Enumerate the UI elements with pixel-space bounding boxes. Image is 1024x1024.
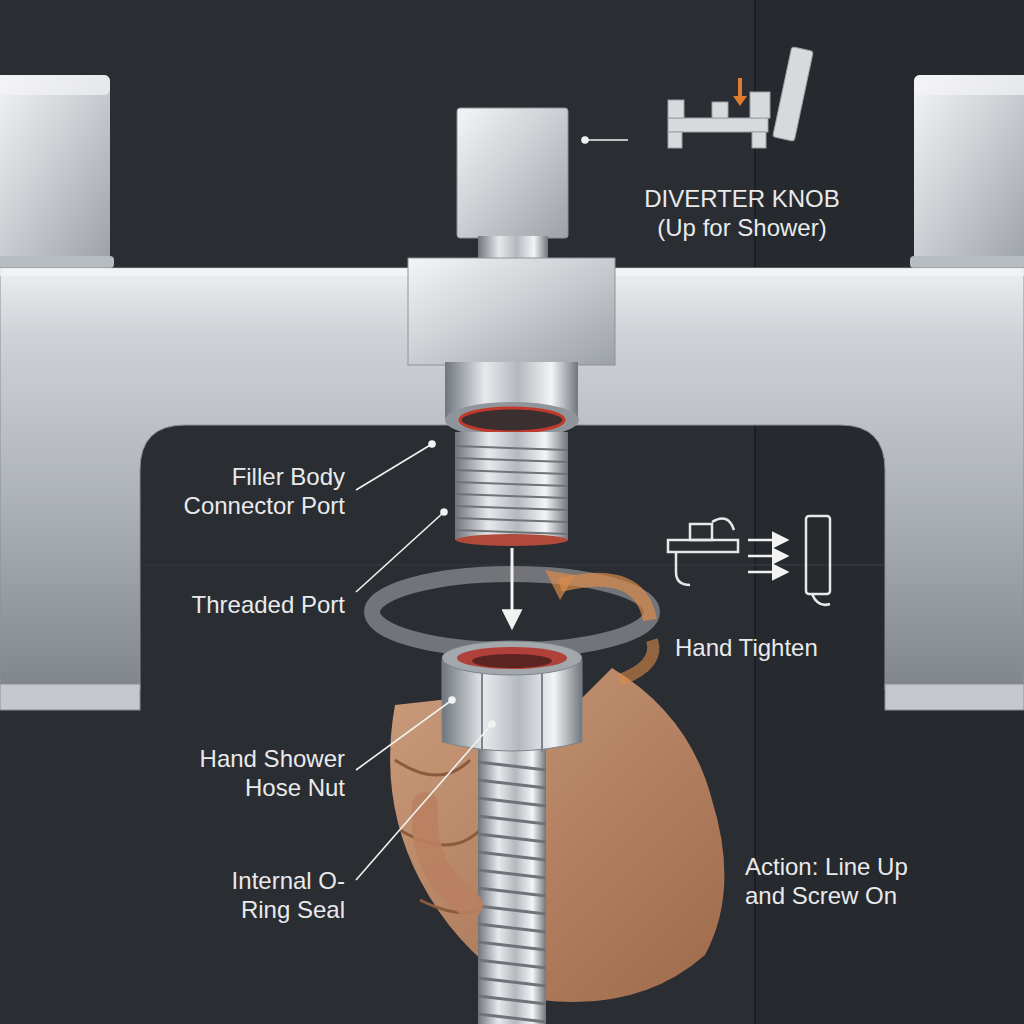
diverter-icon: [668, 47, 813, 148]
threaded-port: [455, 432, 568, 546]
callout-label: DIVERTER KNOB (Up for Shower): [636, 184, 848, 242]
left-handle: [0, 75, 114, 268]
diverter-knob: [457, 108, 568, 238]
up-arrow-icon: [738, 78, 742, 98]
finger-lines: [395, 760, 490, 913]
right-foot: [885, 684, 1024, 710]
left-foot: [0, 684, 140, 710]
rotation-arrow: [620, 640, 653, 680]
tighten-icon: [668, 516, 830, 605]
thumb: [425, 805, 470, 905]
callout-label: Threaded Port: [150, 590, 345, 619]
connector-port: [445, 362, 579, 438]
callout-label: Filler Body Connector Port: [150, 462, 345, 520]
up-arrow-icon: [733, 96, 747, 106]
motion-arrows: [748, 540, 786, 572]
callout-label: Hand Tighten: [675, 633, 875, 662]
callout-label: Hand Shower Hose Nut: [170, 744, 345, 802]
rotation-arrow: [560, 580, 650, 620]
right-handle: [910, 75, 1024, 268]
leader-lines: [356, 137, 628, 880]
hose-nut: [442, 641, 582, 752]
callout-label: Internal O-Ring Seal: [190, 866, 345, 924]
insert-arrow: [511, 548, 514, 626]
rotation-arrowhead: [545, 570, 575, 600]
diverter-block: [408, 258, 615, 365]
hose: [478, 745, 546, 1024]
callout-label: Action: Line Up and Screw On: [745, 852, 945, 910]
